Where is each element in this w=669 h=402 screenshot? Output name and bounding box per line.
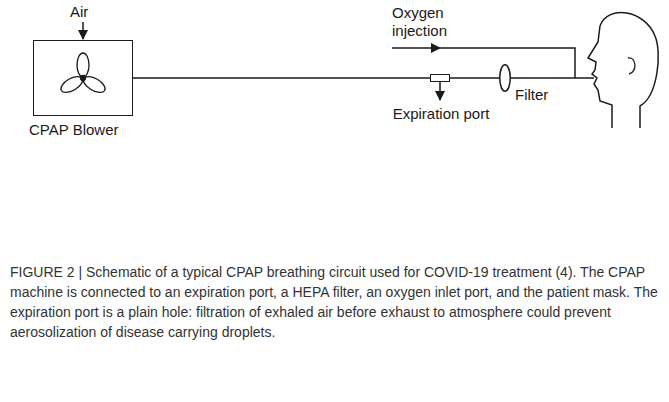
blower-box: CPAP Blower	[33, 40, 133, 116]
hose-line	[511, 77, 594, 79]
hose-line	[450, 77, 499, 79]
hose-line	[133, 77, 430, 79]
expiration-arrow	[439, 82, 441, 100]
patient-head	[588, 13, 658, 128]
inlet-label: Oxygen injection	[392, 4, 467, 40]
part-label: Filter	[515, 86, 548, 104]
part-label: CPAP Blower	[29, 121, 118, 139]
part-label: Expiration port	[393, 105, 490, 123]
fan-symbol	[58, 53, 107, 96]
expiration-port: Expiration port	[430, 74, 450, 82]
figure-caption: FIGURE 2 | Schematic of a typical CPAP b…	[10, 262, 659, 342]
patient-ear	[628, 58, 635, 74]
filter-ellipse: Filter	[499, 64, 511, 92]
air-arrow	[82, 22, 84, 39]
oxygen-arrow	[392, 47, 440, 49]
inlet-label: Air	[70, 3, 110, 21]
filter-outline	[499, 64, 511, 92]
